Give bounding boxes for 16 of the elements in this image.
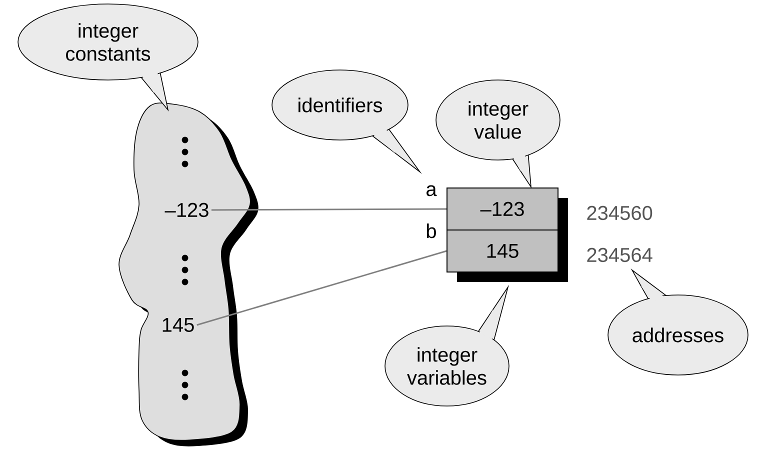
memory-cell: –123 — [446, 188, 558, 230]
speech-bubble: integer value — [436, 80, 560, 188]
value-text: –123 — [164, 202, 208, 218]
speech-bubble: identifiers — [272, 70, 420, 172]
value-text: 145 — [162, 318, 194, 332]
address-label: 234560 — [587, 206, 652, 220]
identifier-label: a — [426, 185, 437, 196]
speech-bubble: integer variables — [384, 286, 510, 406]
connector-line — [196, 250, 447, 326]
memory-cell: 145 — [446, 230, 558, 272]
cloud-drawing — [118, 102, 258, 446]
identifier-label: b — [426, 224, 436, 238]
speech-bubble: integer constants — [18, 4, 198, 110]
speech-bubble: addresses — [608, 270, 748, 376]
address-label: 234564 — [587, 248, 652, 262]
connector-line — [211, 208, 446, 211]
